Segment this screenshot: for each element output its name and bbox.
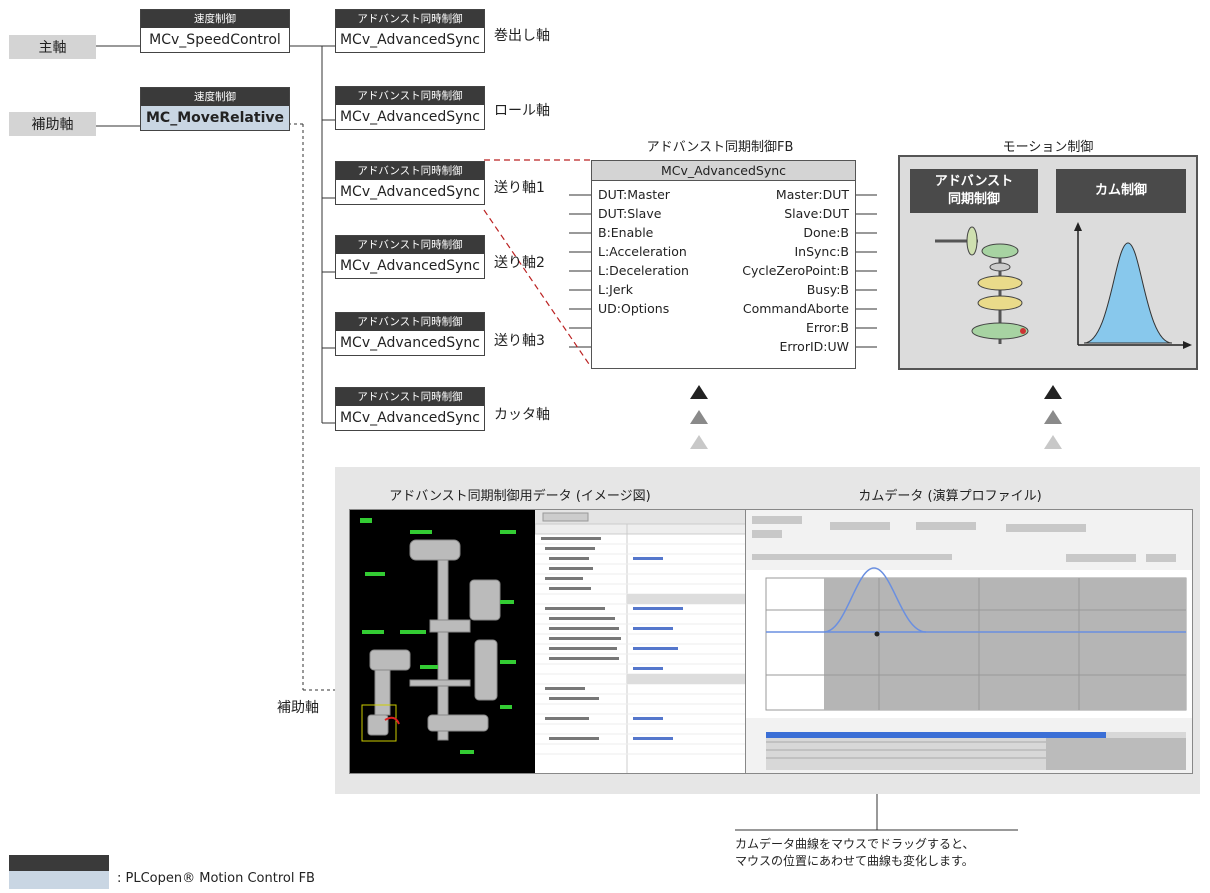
caption-line-2: マウスの位置にあわせて曲線も変化します。: [735, 854, 974, 868]
arrow-up-icon: [1044, 385, 1062, 399]
fb-output-pin: InSync:B: [794, 244, 849, 259]
fb-input-pin: L:Deceleration: [598, 263, 689, 278]
advanced-sync-tab: アドバンスト 同期制御: [910, 169, 1038, 213]
fb-input-pin: UD:Options: [598, 301, 670, 316]
aux-axis-label: 補助軸: [9, 112, 96, 136]
axis-label-feed1: 送り軸1: [494, 180, 545, 196]
fb-output-pin: Error:B: [805, 320, 849, 335]
arrow-up-icon: [1044, 435, 1062, 449]
fb-header: アドバンスト同時制御: [336, 162, 484, 180]
cam-data-screenshot: [745, 509, 1193, 774]
caption-line-1: カムデータ曲線をマウスでドラッグすると、: [735, 837, 975, 851]
cam-caption: カムデータ曲線をマウスでドラッグすると、 マウスの位置にあわせて曲線も変化します…: [735, 836, 975, 870]
arrow-up-icon: [690, 385, 708, 399]
fb-name: MCv_AdvancedSync: [339, 258, 481, 274]
parameter-table: [535, 510, 748, 773]
cam-control-tab: カム制御: [1056, 169, 1186, 213]
sync-fb-feed2: アドバンスト同時制御 MCv_AdvancedSync: [335, 235, 485, 279]
main-axis-label: 主軸: [9, 35, 96, 59]
sync-fb-unwind: アドバンスト同時制御 MCv_AdvancedSync: [335, 9, 485, 53]
axis-label-roll: ロール軸: [494, 103, 550, 119]
fb-detail-title: アドバンスト同期制御FB: [646, 140, 794, 155]
arrow-up-icon: [1044, 410, 1062, 424]
motion-title: モーション制御: [1002, 140, 1094, 155]
axis-label-cutter: カッタ軸: [494, 407, 550, 423]
sync-fb-roll: アドバンスト同時制御 MCv_AdvancedSync: [335, 86, 485, 130]
fb-detail-name: MCv_AdvancedSync: [592, 161, 855, 181]
fb-output-pin: CommandAborte: [742, 301, 849, 316]
motion-control-panel: アドバンスト 同期制御 カム制御: [898, 155, 1198, 370]
fb-name: MCv_AdvancedSync: [339, 109, 481, 125]
fb-header: アドバンスト同時制御: [336, 87, 484, 105]
fb-header: アドバンスト同時制御: [336, 236, 484, 254]
fb-name: MCv_AdvancedSync: [339, 32, 481, 48]
cam-curve-illustration: [1074, 222, 1192, 349]
legend-swatch-body: [9, 871, 109, 889]
cam-profile-editor: [746, 510, 1192, 773]
fb-output-pin: Slave:DUT: [784, 206, 849, 221]
fb-name: MCv_SpeedControl: [149, 32, 281, 48]
fb-input-pin: L:Jerk: [598, 282, 633, 297]
arrow-up-icon: [690, 410, 708, 424]
fb-output-pin: ErrorID:UW: [779, 339, 849, 354]
fb-header: 速度制御: [141, 88, 289, 106]
arrow-up-icon: [690, 435, 708, 449]
fb-name: MCv_AdvancedSync: [339, 410, 481, 426]
sync-gear-illustration: [935, 226, 1029, 344]
aux-axis-bottom-label: 補助軸: [277, 700, 319, 716]
fb-input-pin: DUT:Master: [598, 187, 670, 202]
data-panel: アドバンスト同期制御用データ (イメージ図) カムデータ (演算プロファイル): [335, 467, 1200, 794]
legend-text: : PLCopen® Motion Control FB: [117, 871, 315, 886]
fb-input-pin: B:Enable: [598, 225, 654, 240]
sync-data-title: アドバンスト同期制御用データ (イメージ図): [389, 489, 651, 504]
speed-control-fb: 速度制御 MCv_SpeedControl: [140, 9, 290, 53]
cam-data-title: カムデータ (演算プロファイル): [858, 489, 1042, 504]
sync-fb-feed1: アドバンスト同時制御 MCv_AdvancedSync: [335, 161, 485, 205]
fb-name: MC_MoveRelative: [141, 106, 289, 130]
sync-data-screenshot: [349, 509, 749, 774]
fb-output-pin: CycleZeroPoint:B: [742, 263, 849, 278]
fb-name: MCv_AdvancedSync: [339, 184, 481, 200]
fb-header: 速度制御: [141, 10, 289, 28]
axis-label-feed3: 送り軸3: [494, 333, 545, 349]
machine-3d-view: [350, 510, 535, 773]
axis-label-feed2: 送り軸2: [494, 255, 545, 271]
fb-detail-block: MCv_AdvancedSync DUT:Master DUT:Slave B:…: [591, 160, 856, 369]
fb-output-pin: Master:DUT: [775, 187, 849, 202]
fb-name: MCv_AdvancedSync: [339, 335, 481, 351]
fb-output-pin: Done:B: [803, 225, 849, 240]
fb-output-pin: Busy:B: [806, 282, 849, 297]
move-relative-fb: 速度制御 MC_MoveRelative: [140, 87, 290, 131]
fb-input-pin: DUT:Slave: [598, 206, 662, 221]
fb-header: アドバンスト同時制御: [336, 10, 484, 28]
fb-header: アドバンスト同時制御: [336, 313, 484, 331]
sync-fb-cutter: アドバンスト同時制御 MCv_AdvancedSync: [335, 387, 485, 431]
axis-label-unwind: 巻出し軸: [494, 28, 550, 44]
legend-swatch-header: [9, 855, 109, 871]
fb-input-pin: L:Acceleration: [598, 244, 687, 259]
sync-fb-feed3: アドバンスト同時制御 MCv_AdvancedSync: [335, 312, 485, 356]
fb-header: アドバンスト同時制御: [336, 388, 484, 406]
